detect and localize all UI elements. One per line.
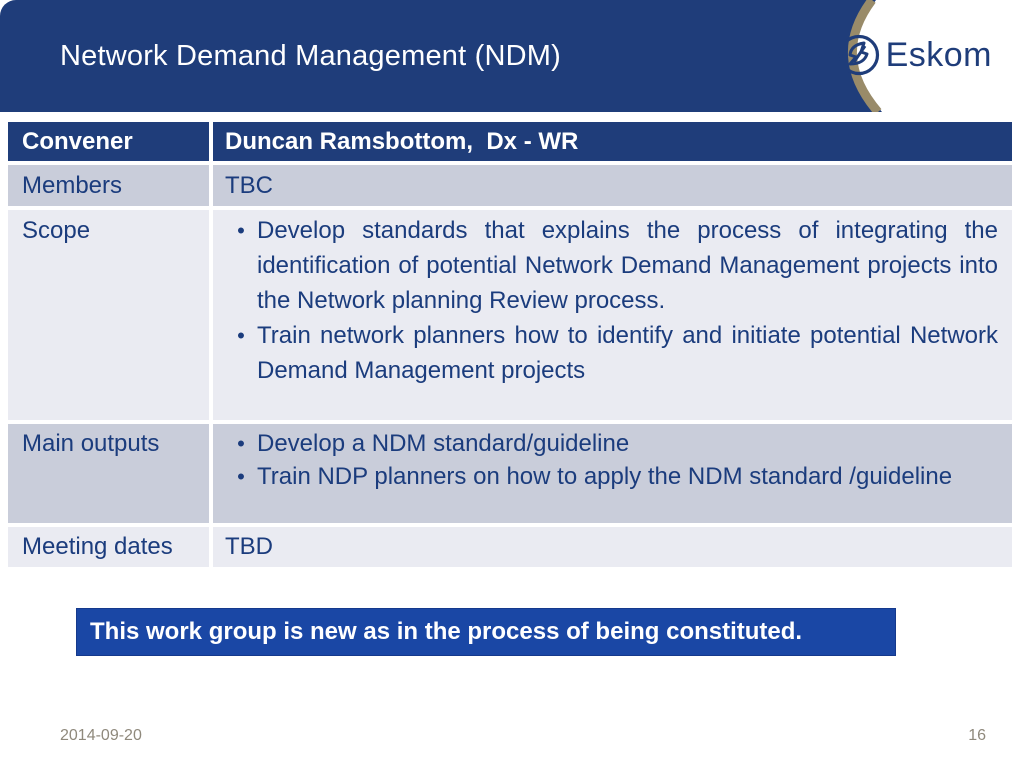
- work-group-table: Convener Duncan Ramsbottom, Dx - WR Memb…: [8, 122, 1012, 567]
- scope-bullet-2: Train network planners how to identify a…: [257, 322, 998, 384]
- table-row-meeting-dates-label: Meeting dates: [8, 527, 209, 567]
- eskom-emblem-icon: [838, 34, 879, 76]
- header-bar: Network Demand Management (NDM) Eskom: [0, 0, 1024, 112]
- table-row-meeting-dates-value: TBD: [213, 527, 1012, 567]
- bullet-icon: •: [237, 323, 245, 348]
- list-item: • Train network planners how to identify…: [225, 318, 1000, 388]
- table-row-members-label: Members: [8, 165, 209, 206]
- page-title: Network Demand Management (NDM): [60, 39, 561, 72]
- bullet-icon: •: [237, 218, 245, 243]
- list-item: • Train NDP planners on how to apply the…: [225, 460, 1000, 493]
- table-row-main-outputs-label: Main outputs: [8, 424, 209, 523]
- eskom-logo-text: Eskom: [885, 35, 992, 74]
- table-row-scope-label: Scope: [8, 210, 209, 420]
- table-row-scope-value: • Develop standards that explains the pr…: [213, 210, 1012, 420]
- table-row-main-outputs-value: • Develop a NDM standard/guideline • Tra…: [213, 424, 1012, 523]
- list-item: • Develop standards that explains the pr…: [225, 213, 1000, 318]
- table-row-convener-label: Convener: [8, 122, 209, 161]
- scope-bullet-1: Develop standards that explains the proc…: [257, 217, 998, 314]
- status-note-banner: This work group is new as in the process…: [76, 608, 896, 656]
- bullet-icon: •: [237, 431, 245, 456]
- table-row-members-value: TBC: [213, 165, 1012, 206]
- list-item: • Develop a NDM standard/guideline: [225, 427, 1000, 460]
- page-number: 16: [968, 727, 986, 744]
- scope-label-text: Scope: [22, 217, 91, 244]
- table-row-convener-value: Duncan Ramsbottom, Dx - WR: [213, 122, 1012, 161]
- eskom-logo: Eskom: [837, 33, 992, 77]
- footer-date: 2014-09-20: [60, 727, 142, 744]
- outputs-bullet-1: Develop a NDM standard/guideline: [257, 430, 630, 457]
- main-outputs-label-text: Main outputs: [22, 430, 160, 457]
- bullet-icon: •: [237, 464, 245, 489]
- outputs-bullet-2: Train NDP planners on how to apply the N…: [257, 463, 953, 490]
